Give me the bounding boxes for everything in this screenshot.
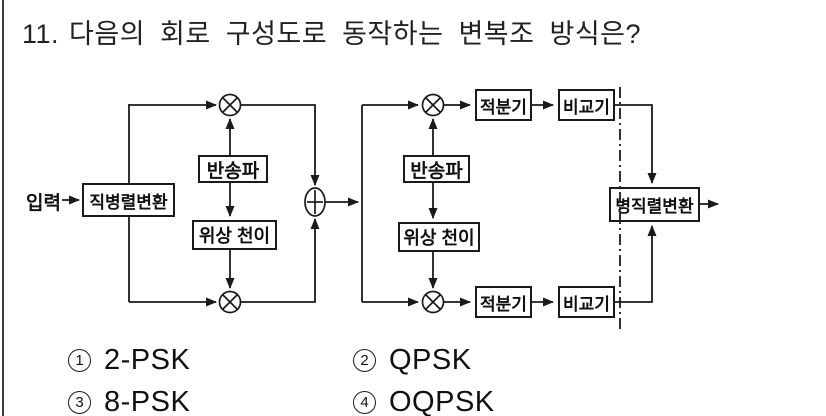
multiplier-icon bbox=[421, 93, 445, 117]
block-phase-shift-1: 위상 천이 bbox=[192, 220, 277, 250]
question-number: 11. bbox=[22, 19, 60, 49]
block-label: 위상 천이 bbox=[403, 228, 475, 248]
option-3-number-circle: 3 bbox=[68, 391, 91, 414]
block-comparator-2: 비교기 bbox=[558, 286, 615, 318]
block-label: 위상 천이 bbox=[198, 226, 271, 246]
question-title: 11. 다음의 회로 구성도로 동작하는 변복조 방식은? bbox=[22, 12, 641, 51]
option-2: 2 QPSK bbox=[353, 344, 472, 377]
option-2-label: QPSK bbox=[389, 344, 472, 376]
signal-path-lines bbox=[62, 100, 719, 307]
adder-icon bbox=[304, 187, 326, 217]
block-comparator-1: 비교기 bbox=[558, 89, 615, 121]
block-label: 적분기 bbox=[480, 97, 527, 117]
block-label: 반송파 bbox=[206, 160, 260, 182]
option-1: 1 2-PSK bbox=[68, 344, 190, 377]
page-border-line bbox=[2, 0, 4, 416]
option-2-number-circle: 2 bbox=[353, 349, 376, 372]
option-4-label: OQPSK bbox=[389, 386, 495, 416]
block-serial-to-parallel: 직병렬변환 bbox=[82, 183, 175, 217]
block-integrator-2: 적분기 bbox=[475, 286, 532, 318]
block-label: 병직렬변환 bbox=[615, 197, 694, 216]
question-text: 다음의 회로 구성도로 동작하는 변복조 방식은? bbox=[69, 19, 642, 49]
multiplier-icon bbox=[218, 93, 242, 117]
block-label: 직병렬변환 bbox=[89, 192, 168, 212]
block-carrier-1: 반송파 bbox=[198, 155, 268, 183]
block-label: 반송파 bbox=[410, 160, 463, 182]
block-integrator-1: 적분기 bbox=[475, 89, 532, 121]
option-1-label: 2-PSK bbox=[104, 344, 191, 376]
option-4-number-circle: 4 bbox=[353, 391, 376, 414]
option-3: 3 8-PSK bbox=[68, 386, 190, 416]
block-label: 비교기 bbox=[563, 294, 610, 314]
input-label: 입력 bbox=[26, 193, 61, 214]
option-3-label: 8-PSK bbox=[104, 386, 191, 416]
multiplier-icon bbox=[218, 290, 242, 314]
block-parallel-to-serial: 병직렬변환 bbox=[609, 187, 700, 222]
block-label: 적분기 bbox=[480, 294, 527, 314]
block-label: 비교기 bbox=[563, 97, 610, 117]
option-4: 4 OQPSK bbox=[353, 386, 495, 416]
multiplier-icon bbox=[421, 290, 445, 314]
block-carrier-2: 반송파 bbox=[403, 155, 470, 183]
block-phase-shift-2: 위상 천이 bbox=[398, 222, 480, 252]
option-1-number-circle: 1 bbox=[68, 349, 91, 372]
